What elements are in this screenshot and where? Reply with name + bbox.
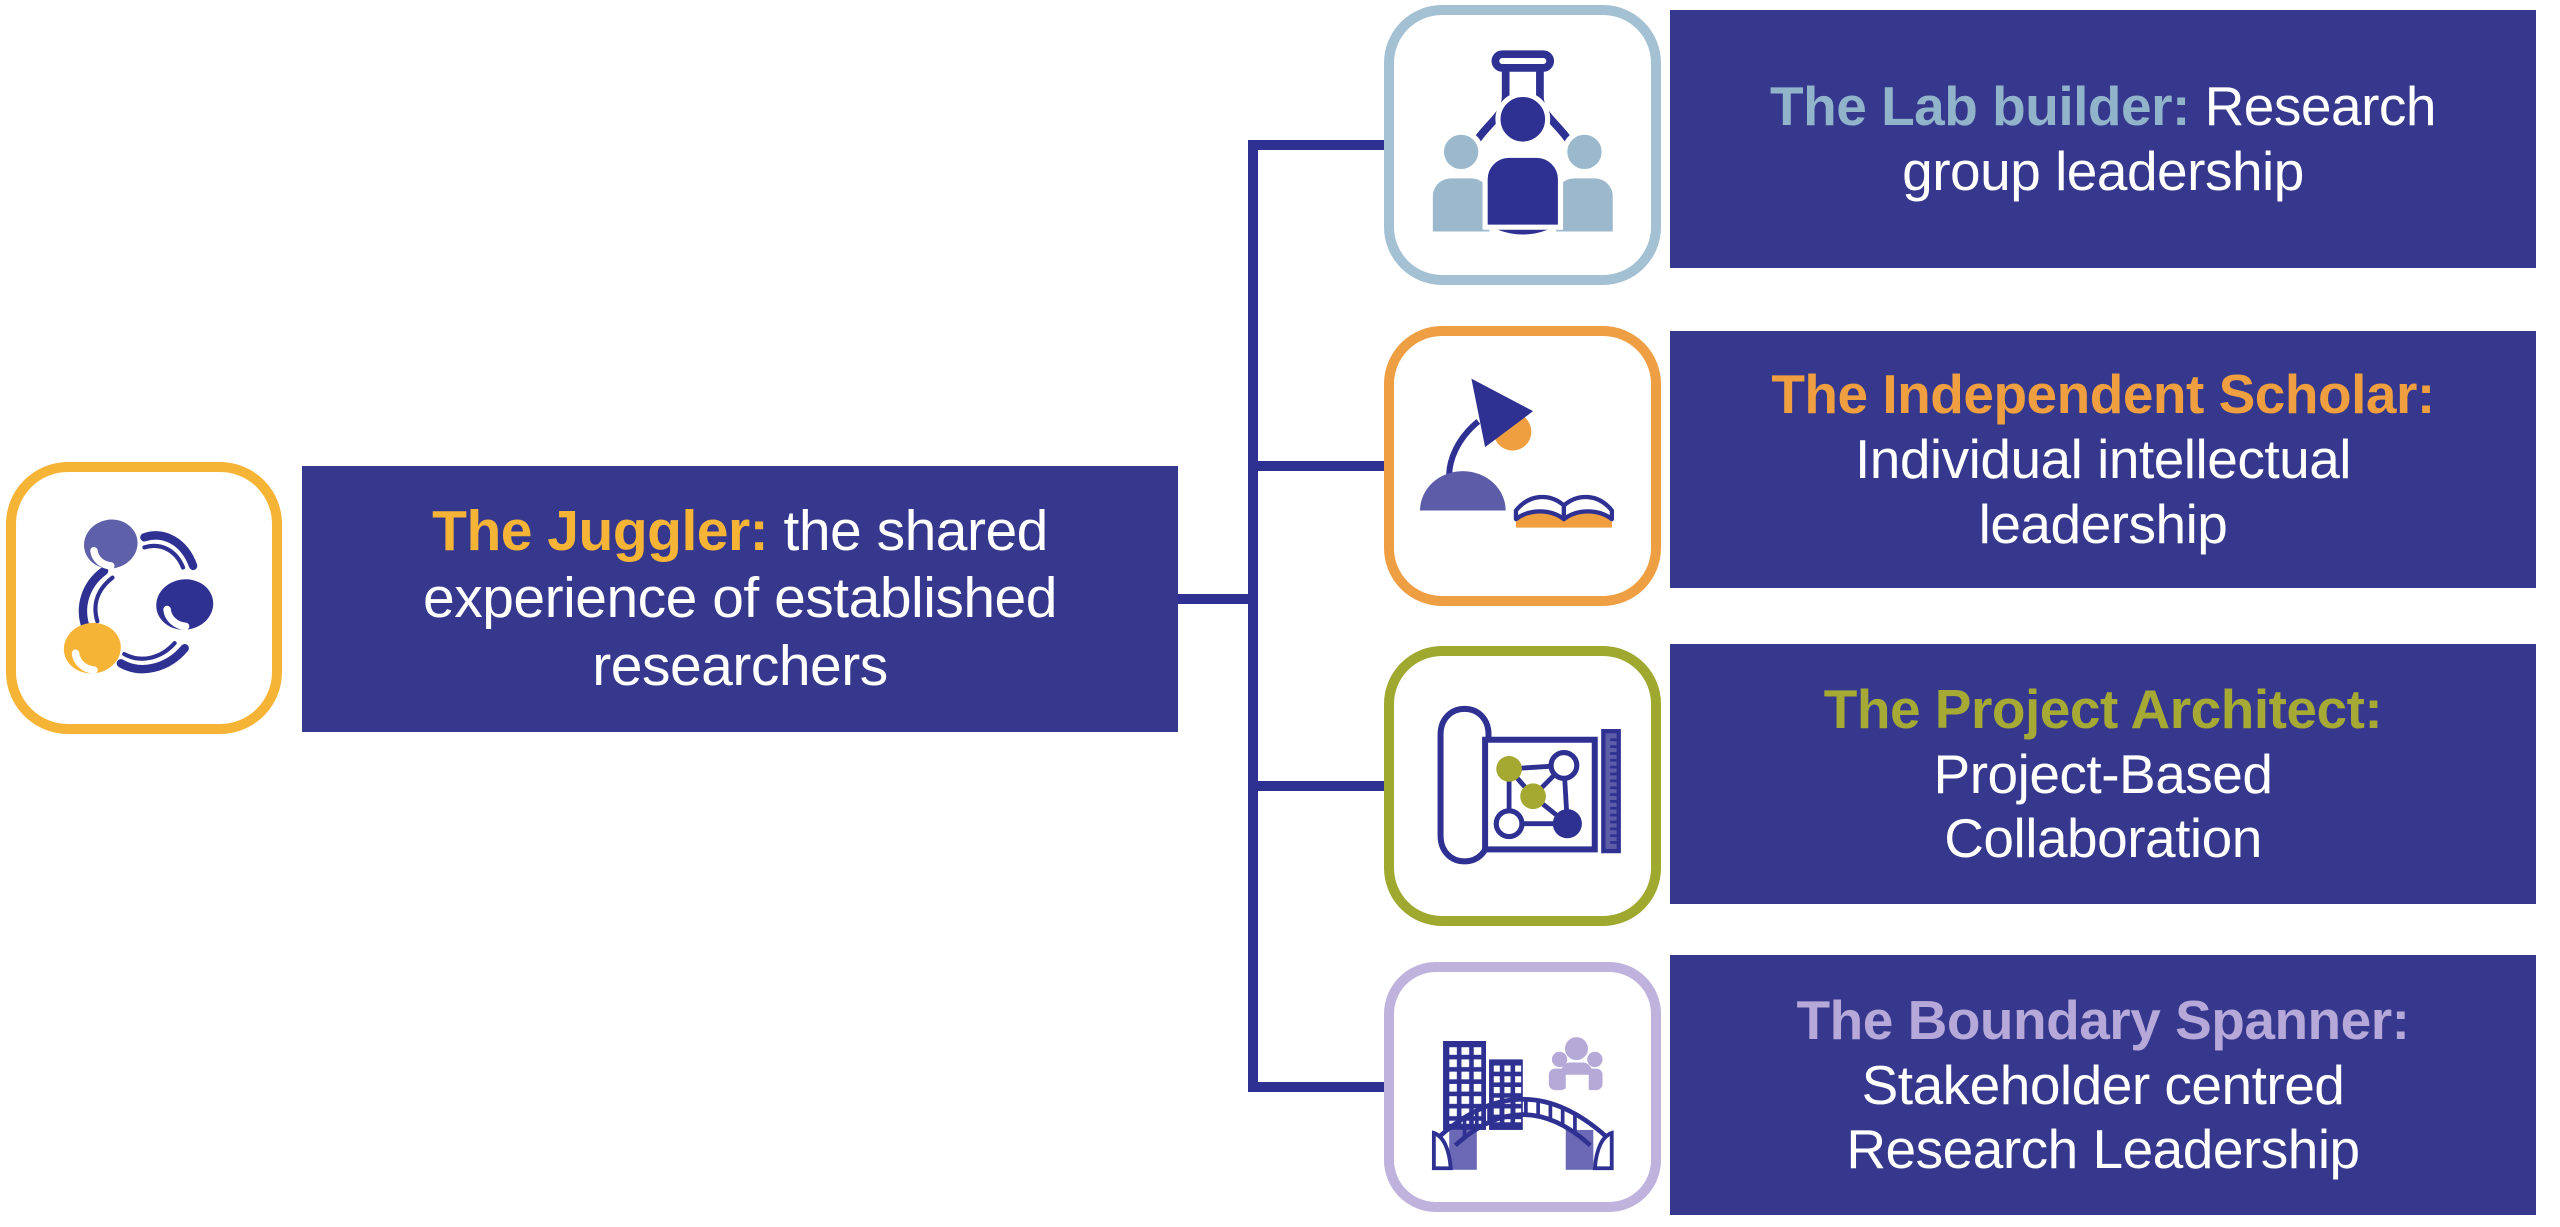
root-node-box: The Juggler: the shared experience of es… — [302, 466, 1178, 732]
lab-builder-box: The Lab builder: Research group leadersh… — [1670, 10, 2536, 268]
root-node-text: The Juggler: the shared experience of es… — [330, 498, 1150, 700]
independent-scholar-text: The Independent Scholar: Individual inte… — [1698, 362, 2508, 557]
juggler-icon-box — [6, 462, 282, 734]
root-description: the shared experience of established res… — [423, 499, 1057, 698]
boundary-spanner-box: The Boundary Spanner: Stakeholder centre… — [1670, 955, 2536, 1215]
project-architect-box: The Project Architect: Project-Based Col… — [1670, 644, 2536, 904]
independent-scholar-heading: The Independent Scholar: — [1771, 363, 2435, 426]
juggler-icon — [63, 519, 213, 675]
boundary-spanner-text: The Boundary Spanner: Stakeholder centre… — [1698, 988, 2508, 1183]
lab-builder-heading: The Lab builder: — [1770, 75, 2190, 138]
lab-builder-description: Research group leadership — [1902, 75, 2436, 202]
independent-scholar-icon-box — [1384, 326, 1661, 606]
project-architect-description: Project-Based Collaboration — [1933, 742, 2273, 870]
boundary-spanner-description: Stakeholder centred Research Leadership — [1846, 1053, 2360, 1181]
independent-scholar-icon — [1419, 378, 1614, 528]
boundary-spanner-heading: The Boundary Spanner: — [1796, 988, 2410, 1051]
project-architect-text: The Project Architect: Project-Based Col… — [1698, 677, 2508, 872]
independent-scholar-description: Individual intellectual leadership — [1854, 428, 2352, 555]
independent-scholar-box: The Independent Scholar: Individual inte… — [1670, 331, 2536, 588]
lab-builder-text: The Lab builder: Research group leadersh… — [1698, 74, 2508, 204]
lab-builder-icon — [1427, 50, 1618, 237]
root-heading: The Juggler: — [432, 499, 769, 564]
boundary-spanner-icon — [1431, 1037, 1614, 1171]
project-architect-icon — [1437, 705, 1621, 865]
project-architect-heading: The Project Architect: — [1823, 677, 2383, 740]
project-architect-icon-box — [1384, 646, 1661, 926]
boundary-spanner-icon-box — [1384, 962, 1661, 1212]
lab-builder-icon-box — [1384, 5, 1661, 285]
